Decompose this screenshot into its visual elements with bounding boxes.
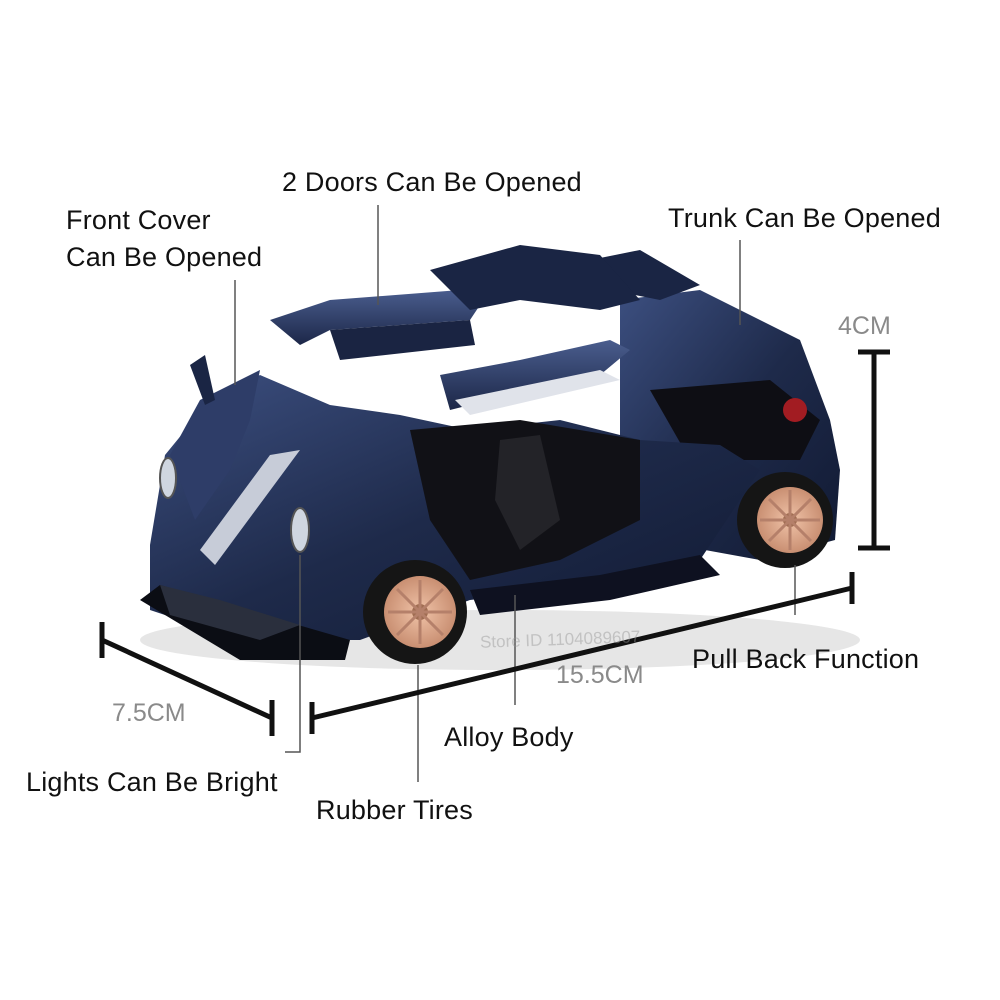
- right-door: [440, 340, 630, 410]
- rear-wheel: [737, 472, 833, 568]
- pull-back-label: Pull Back Function: [692, 644, 920, 674]
- side-mirror: [190, 355, 215, 405]
- headlight-right: [290, 507, 310, 553]
- front-cover-label-line2: Can Be Opened: [66, 242, 263, 272]
- length-bar: [311, 585, 853, 721]
- engine-bay: [650, 380, 820, 460]
- front-cover: [170, 370, 260, 520]
- width-dimension-label: 7.5CM: [112, 699, 186, 727]
- front-grille: [160, 585, 300, 640]
- roof: [430, 245, 640, 310]
- trunk-label: Trunk Can Be Opened: [668, 203, 941, 233]
- hood-stripe: [200, 450, 300, 565]
- front-cover-label-line1: Front Cover: [66, 205, 211, 235]
- front-wheel: [363, 560, 467, 664]
- seat: [495, 435, 560, 550]
- width-bar: [100, 637, 274, 721]
- side-skirt: [470, 555, 720, 615]
- doors-label: 2 Doors Can Be Opened: [282, 167, 582, 197]
- left-door: [270, 290, 480, 345]
- rubber-tires-label: Rubber Tires: [316, 795, 473, 825]
- headlight-left: [159, 457, 177, 499]
- height-dimension-label: 4CM: [838, 312, 891, 340]
- length-dimension-label: 15.5CM: [556, 661, 644, 689]
- engine-red-detail: [783, 398, 807, 422]
- dimension-bars: [99, 349, 890, 736]
- leader-lights: [285, 555, 301, 753]
- left-door-edge: [330, 320, 475, 360]
- right-door-trim: [455, 370, 620, 415]
- alloy-body-label: Alloy Body: [444, 722, 574, 752]
- leader-lines: [234, 205, 796, 782]
- lights-label: Lights Can Be Bright: [26, 767, 278, 797]
